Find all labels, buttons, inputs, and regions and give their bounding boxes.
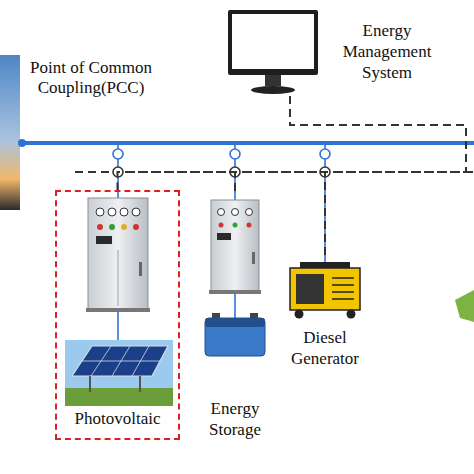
cabinet-body	[211, 200, 259, 292]
panel-grid	[82, 346, 160, 376]
landscape-photo	[0, 55, 20, 210]
cabinet-door-line	[118, 250, 119, 306]
battery-terminal	[212, 313, 220, 318]
bus-label: Point of Common Coupling(PCC)	[28, 58, 154, 98]
cabinet-button	[97, 224, 103, 230]
node-label: Diesel Generator	[280, 327, 370, 369]
panel-leg	[139, 376, 141, 392]
device-group: Energy Storage	[195, 195, 275, 445]
cabinet-button	[121, 224, 127, 230]
communication-link	[290, 96, 466, 255]
comm-circle	[320, 167, 330, 177]
communication-link	[118, 96, 467, 190]
cabinet-button	[233, 223, 238, 228]
dc-wire	[117, 312, 119, 340]
device-group: Diesel Generator	[280, 255, 370, 375]
cabinet-meter	[96, 236, 112, 244]
generator-wheel	[295, 310, 304, 319]
comm-circles	[113, 167, 330, 177]
cabinet-meter	[217, 233, 231, 240]
panel-grass	[65, 388, 173, 406]
monitor-neck	[265, 75, 281, 86]
switch-circle	[230, 149, 240, 159]
cabinet-base	[86, 308, 150, 312]
group-box: Photovoltaic	[55, 190, 180, 440]
battery-body	[205, 318, 265, 356]
communication-line	[75, 171, 474, 173]
node-label: Photovoltaic	[57, 408, 178, 429]
cabinet-button	[247, 223, 252, 228]
panel-sky	[65, 340, 173, 406]
cabinet-handle	[252, 252, 255, 264]
generator-handle	[300, 262, 350, 268]
dc-wire	[234, 294, 236, 318]
monitor-frame	[228, 10, 318, 75]
cabinet-body	[88, 198, 148, 310]
cabinet-dials	[218, 209, 253, 216]
cabinet-dials	[96, 208, 140, 216]
solar-panel	[65, 340, 173, 406]
cabinet-button	[133, 224, 139, 230]
generator-panel	[296, 274, 324, 304]
cabinet-button	[219, 223, 224, 228]
monitor-screen	[232, 14, 314, 69]
battery-top	[205, 318, 265, 327]
bus-end-dot	[18, 139, 26, 147]
node-label: Energy Management System	[322, 20, 452, 83]
switch-circle	[113, 149, 123, 159]
panel-leg	[89, 376, 91, 392]
battery-terminal	[250, 313, 258, 318]
generator-frame	[290, 268, 360, 310]
storage-cabinet	[209, 200, 261, 294]
cabinet-base	[209, 290, 261, 294]
ac-bus	[22, 141, 474, 145]
comm-circle	[230, 167, 240, 177]
switch-circle	[320, 149, 330, 159]
switch-circles	[113, 149, 330, 159]
comm-circle	[113, 167, 123, 177]
inverter-cabinet	[86, 198, 150, 312]
generator-vents	[332, 278, 354, 299]
diesel-generator-icon	[290, 262, 360, 319]
cabinet-button	[109, 224, 115, 230]
communication-link	[235, 96, 466, 195]
control-station: Energy Management System	[225, 8, 320, 96]
panel-surface	[72, 346, 168, 376]
load-icon	[455, 290, 474, 322]
monitor-icon	[228, 10, 318, 94]
node-label: Energy Storage	[195, 398, 275, 440]
battery-icon	[205, 313, 265, 356]
cabinet-handle	[139, 262, 142, 276]
monitor-base	[251, 86, 295, 94]
bus-drop	[324, 143, 326, 262]
generator-wheel	[347, 310, 356, 319]
